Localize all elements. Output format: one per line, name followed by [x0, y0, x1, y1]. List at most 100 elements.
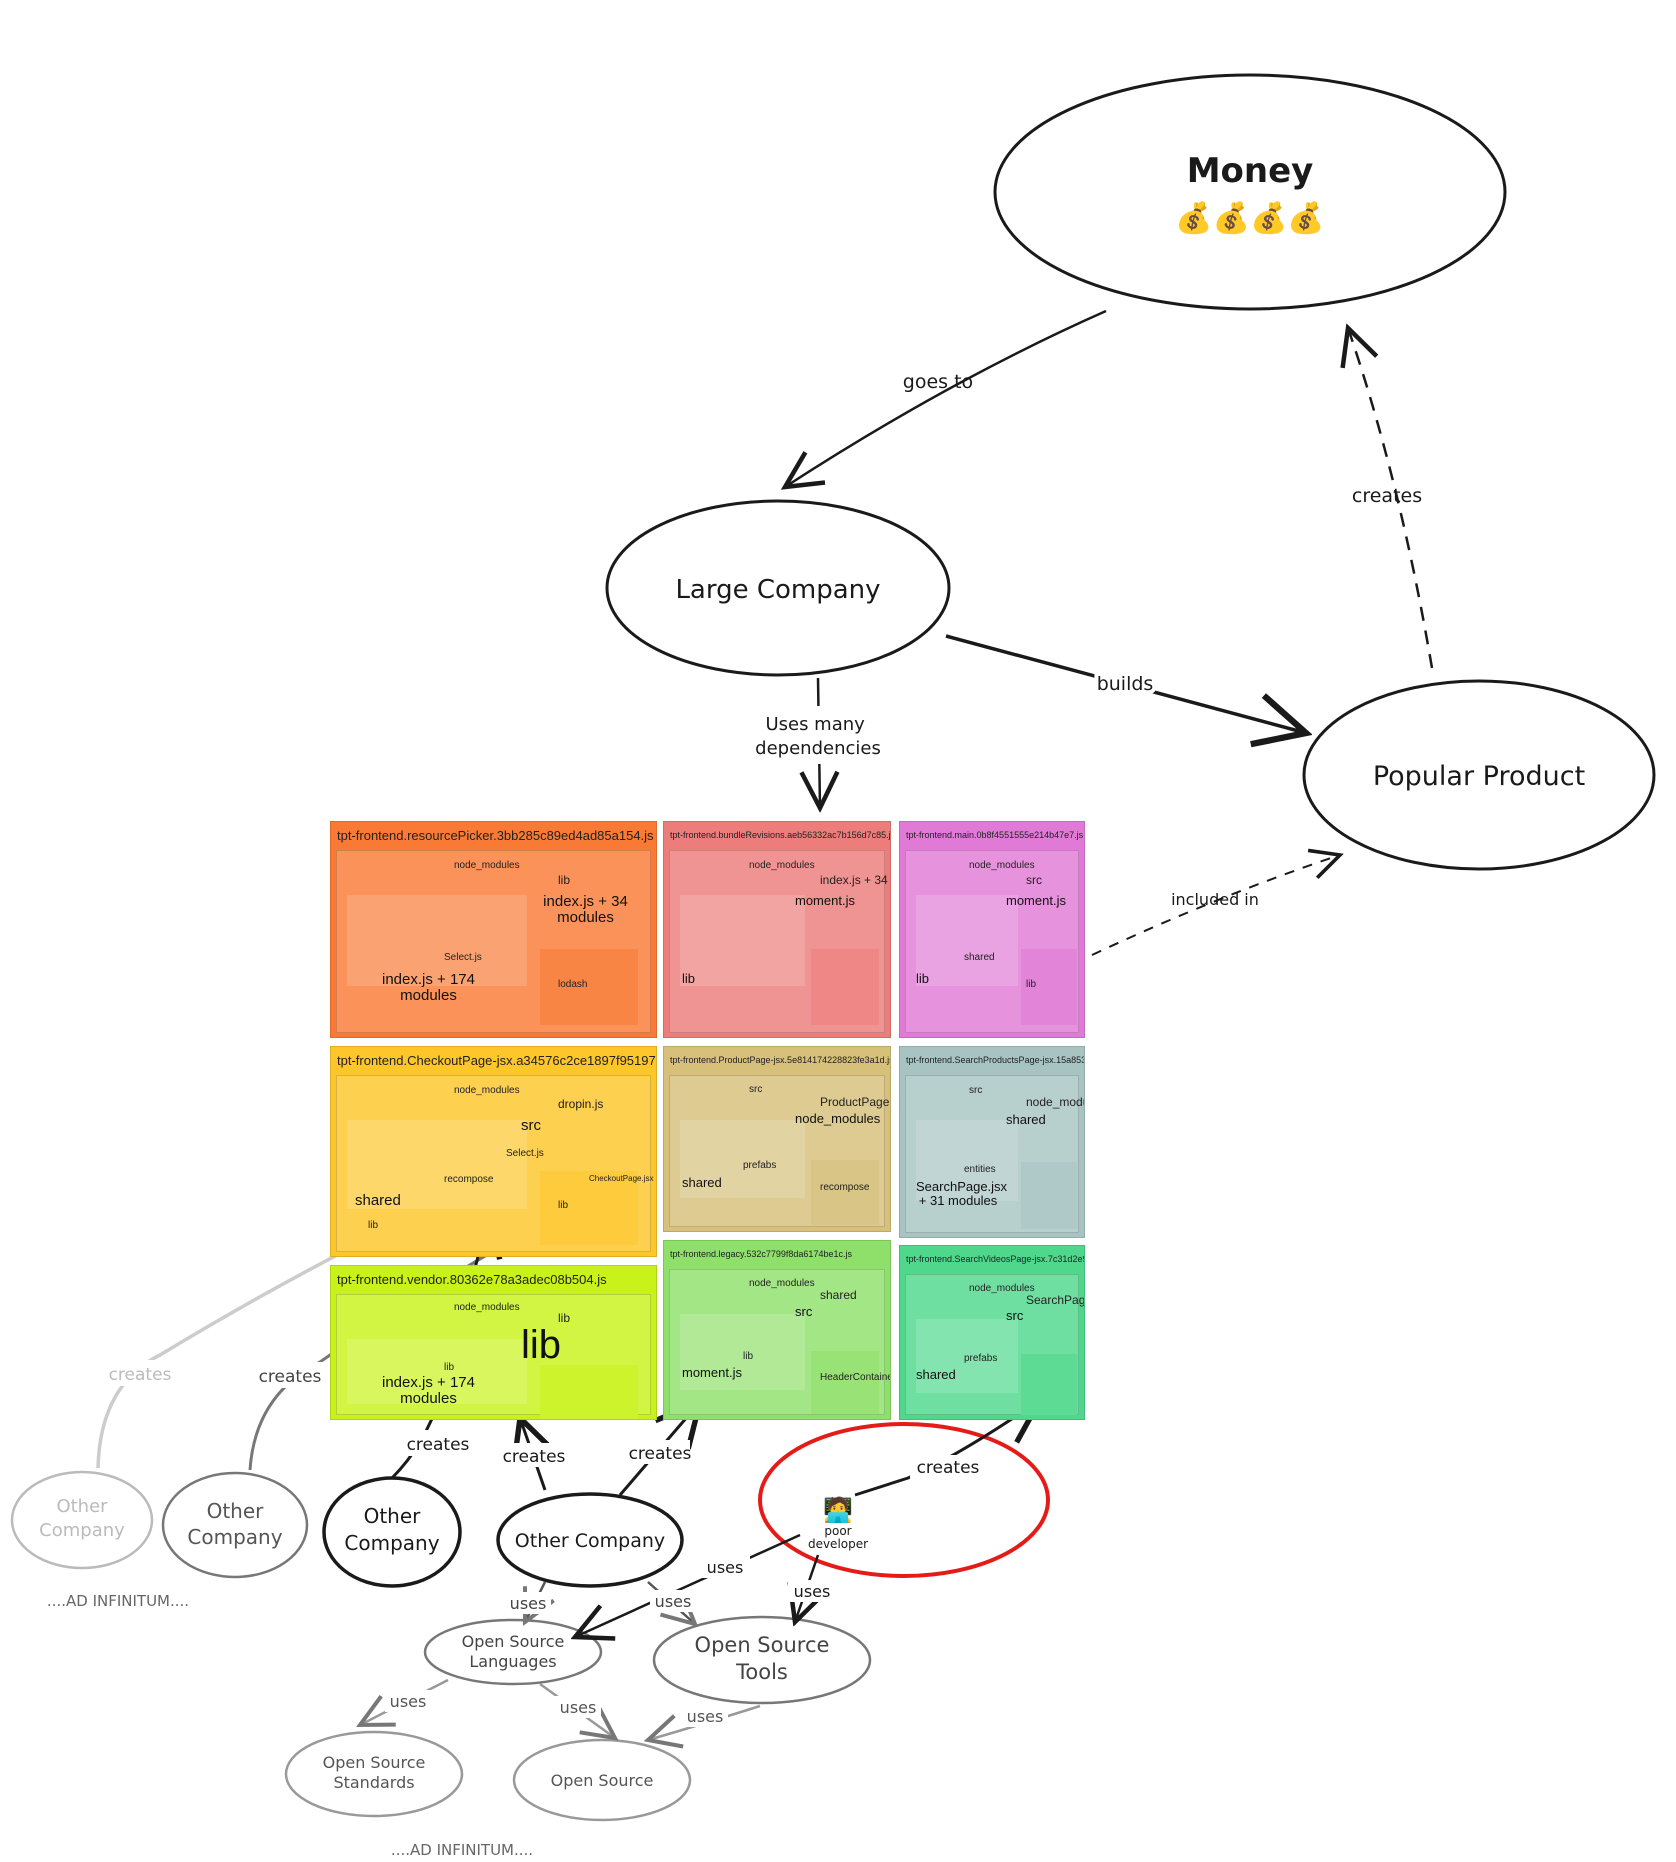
treemap-module-grid: [540, 1171, 638, 1245]
treemap-label: node_modules: [454, 1302, 520, 1313]
edge-builds-label: builds: [1097, 673, 1154, 695]
edge-uses-lang-os-label: uses: [560, 1698, 597, 1717]
treemap-label: lib: [444, 1362, 455, 1373]
edge-included-in-label: included in: [1171, 890, 1259, 909]
ad-infinitum-top: ....AD INFINITUM....: [47, 1592, 189, 1610]
treemap-label: lib: [558, 1200, 569, 1211]
treemap-module-grid: [811, 949, 879, 1025]
treemap-label: dropin.js: [558, 1097, 604, 1111]
treemap-label: src: [1026, 873, 1042, 887]
edge-uses-dev-lang: uses: [575, 1533, 801, 1637]
treemap-bundle-title: tpt-frontend.ProductPage-jsx.5e814174228…: [670, 1055, 891, 1065]
edge-uses-tools-os-label: uses: [687, 1707, 724, 1726]
treemap-bundle-title: tpt-frontend.bundleRevisions.aeb56332ac7…: [670, 830, 891, 840]
edge-uses-lang-std: uses: [360, 1678, 449, 1725]
treemap-cell: node_modulessrcsharedSearchPage.jsx + 31…: [905, 1274, 1084, 1415]
edge-creates-4-label: creates: [503, 1447, 566, 1467]
edge-creates-3-label: creates: [407, 1435, 470, 1455]
popular-product-node: Popular Product: [1302, 679, 1656, 871]
treemap-bundle-title: tpt-frontend.SearchVideosPage-jsx.7c31d2…: [906, 1254, 1085, 1264]
treemap-module-grid: [347, 1120, 527, 1209]
edge-creates-faded-label: creates: [109, 1365, 172, 1385]
edge-creates-2-label: creates: [259, 1367, 322, 1387]
other-company-3-label: Other Company: [515, 1530, 665, 1552]
treemap-label: lodash: [558, 979, 588, 990]
treemap-label: HeaderContainer.jsx + 26 modules: [820, 1372, 891, 1383]
treemap-label: shared: [820, 1288, 857, 1302]
treemap-bundle: tpt-frontend.vendor.80362e78a3adec08b504…: [330, 1265, 657, 1420]
treemap-label: lib: [743, 1351, 754, 1362]
treemap-module-grid: [916, 1120, 1018, 1201]
edge-uses-dev-lang-label: uses: [707, 1558, 744, 1577]
money-label: Money: [1187, 151, 1314, 191]
treemap-cell: node_modules moment.js lib index.js + 34 mo…: [669, 850, 890, 1033]
money-node: Money 💰💰💰💰: [993, 73, 1507, 311]
treemap-bundle-title: tpt-frontend.vendor.80362e78a3adec08b504…: [337, 1272, 607, 1287]
treemap-module-grid: [916, 1319, 1018, 1393]
treemap-label: Select.js: [506, 1148, 544, 1159]
edge-uses-oc-lang: uses: [505, 1581, 551, 1622]
treemap-label: lib: [682, 971, 696, 986]
treemap-label: prefabs: [964, 1353, 998, 1364]
treemap-bundle: tpt-frontend.legacy.532c7799f8da6174be1c…: [663, 1240, 891, 1420]
treemap-label: shared: [1006, 1112, 1046, 1127]
treemap-module-grid: [811, 1351, 879, 1414]
laptop-person-icon: 🧑‍💻: [823, 1495, 853, 1524]
treemap-label: src: [1006, 1308, 1024, 1323]
edge-uses-lang-os: uses: [539, 1682, 615, 1738]
treemap-module-grid: [916, 895, 1018, 986]
large-company-node: Large Company: [605, 499, 951, 677]
treemap-bundle: tpt-frontend.CheckoutPage-jsx.a34576c2ce…: [330, 1046, 657, 1257]
treemap-label: node_modules: [454, 1085, 520, 1096]
treemap-bundle-title: tpt-frontend.main.0b8f4551555e214b47e7.j…: [906, 830, 1084, 840]
edge-creates-money: creates: [1348, 328, 1434, 669]
treemap-label: recompose: [444, 1174, 494, 1185]
treemap-label: moment.js: [682, 1365, 742, 1380]
treemap-bundle-title: tpt-frontend.resourcePicker.3bb285c89ed4…: [337, 828, 654, 843]
edge-creates-5-label: creates: [629, 1444, 692, 1464]
treemap-bundle-title: tpt-frontend.legacy.532c7799f8da6174be1c…: [670, 1249, 852, 1259]
treemap-label: shared: [916, 1367, 956, 1382]
treemap-label: moment.js: [795, 893, 855, 908]
open-source-label: Open Source: [551, 1771, 654, 1790]
edge-creates-4: creates: [498, 1418, 568, 1491]
treemap-label: lib: [558, 1311, 571, 1325]
treemap-label: entities: [964, 1164, 996, 1175]
treemap-label: lib: [916, 971, 930, 986]
treemap-label: src: [969, 1085, 983, 1096]
treemap-module-grid: [347, 895, 527, 986]
treemap-label: index.js + 34 modules: [820, 873, 890, 887]
edge-uses-tools-os: uses: [648, 1704, 761, 1740]
treemap-module-grid: [680, 1314, 805, 1390]
treemap-label: lib: [1026, 979, 1037, 990]
edge-included-in: included in: [1091, 855, 1340, 956]
treemap-module-grid: [540, 1365, 638, 1419]
treemap-label: prefabs: [743, 1160, 777, 1171]
treemap-bundle-title: tpt-frontend.CheckoutPage-jsx.a34576c2ce…: [337, 1053, 657, 1068]
treemap-module-grid: [680, 1120, 805, 1198]
treemap-module-grid: [540, 949, 638, 1025]
money-bags-icon: 💰💰💰💰: [1175, 200, 1324, 236]
ad-infinitum-bottom: ....AD INFINITUM....: [391, 1841, 533, 1859]
treemap-module-grid: [347, 1339, 527, 1404]
treemap-module-grid: [1021, 1354, 1077, 1415]
treemap-label: node_modules: [969, 1283, 1035, 1294]
popular-product-label: Popular Product: [1373, 761, 1585, 792]
treemap-label: node_modules: [749, 860, 815, 871]
edge-uses-oc-tools-label: uses: [655, 1592, 692, 1611]
treemap-bundle: tpt-frontend.resourcePicker.3bb285c89ed4…: [330, 821, 657, 1038]
